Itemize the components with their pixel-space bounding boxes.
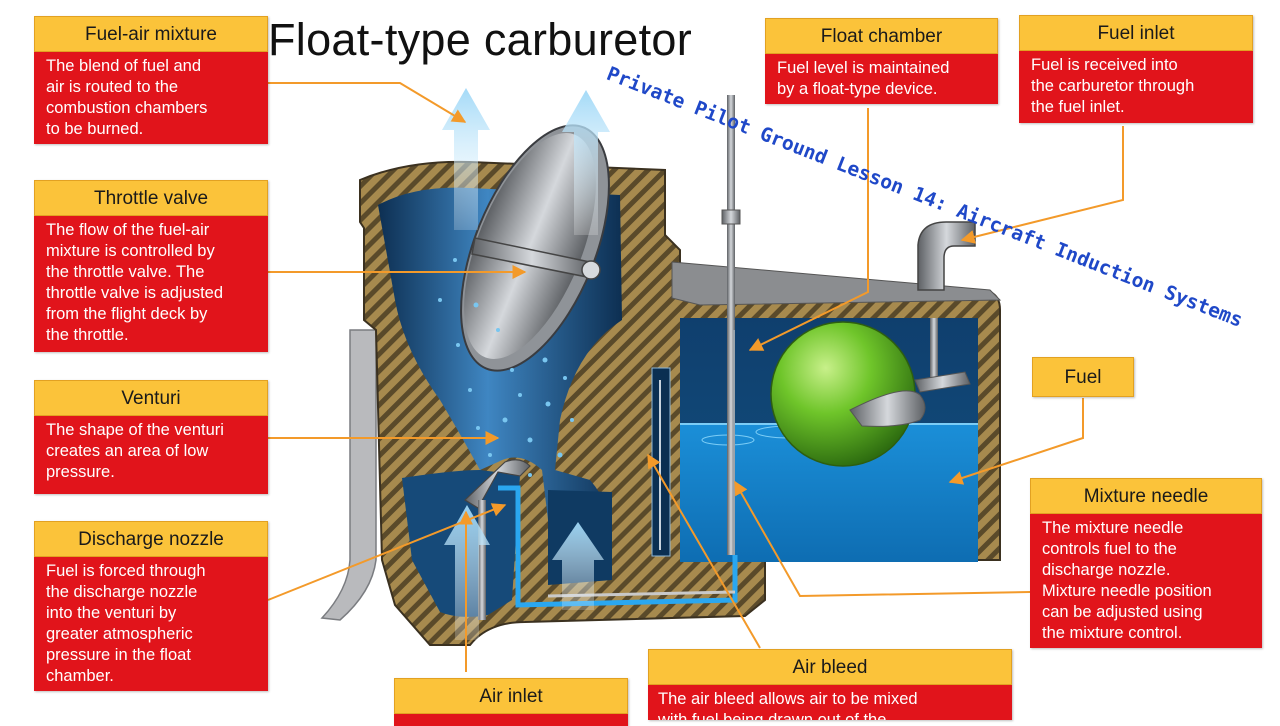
float-arm [849,390,926,427]
callout-fuel-air-mixture: Fuel-air mixture The blend of fuel and a… [34,16,268,144]
callout-line: air is routed to the [46,78,179,96]
callout-line: Fuel is received into [1031,56,1178,74]
callout-air-inlet: Air inlet [394,678,628,726]
callout-line: Fuel level is maintained [777,59,950,77]
callout-line: pressure in the float [46,646,191,664]
leader-air-bleed [647,453,761,649]
callout-line: combustion chambers [46,99,208,117]
chamber-top [671,261,1002,306]
callout-line: to be burned. [46,120,144,138]
diagram-title: Float-type carburetor [268,14,692,65]
callout-body: Fuel is forced through the discharge noz… [34,557,268,691]
callout-body: The mixture needle controls fuel to the … [1030,514,1262,648]
callout-line: Fuel is forced through [46,562,206,580]
callout-discharge-nozzle: Discharge nozzle Fuel is forced through … [34,521,268,691]
callout-line: chamber. [46,667,114,685]
callout-heading: Fuel-air mixture [34,16,268,52]
leader-mixture-needle [734,480,1031,598]
callout-body [394,714,628,726]
fuel-passage [498,485,738,608]
callout-line: greater atmospheric [46,625,193,643]
callout-line: the fuel inlet. [1031,98,1125,116]
callout-throttle-valve: Throttle valve The flow of the fuel-air … [34,180,268,352]
callout-line: The air bleed allows air to be mixed [658,690,918,708]
callout-body: The blend of fuel and air is routed to t… [34,52,268,144]
callout-heading: Fuel [1032,357,1134,397]
callout-line: throttle valve is adjusted [46,284,224,302]
callout-line: controls fuel to the [1042,540,1177,558]
callout-line: the mixture control. [1042,624,1183,642]
leader-fuel-inlet [960,126,1124,244]
callout-air-bleed: Air bleed The air bleed allows air to be… [648,649,1012,720]
leader-fuel [948,398,1084,485]
callout-line: discharge nozzle. [1042,561,1171,579]
callout-line: The mixture needle [1042,519,1184,537]
callout-line: pressure. [46,463,115,481]
callout-line: Mixture needle position [1042,582,1212,600]
callout-line: the throttle. [46,326,129,344]
leader-fuel-air-mixture [268,82,467,123]
callout-heading: Discharge nozzle [34,521,268,557]
callout-body: Fuel is received into the carburetor thr… [1019,51,1253,123]
discharge-nozzle [464,459,531,509]
callout-line: the throttle valve. The [46,263,205,281]
callout-line: The flow of the fuel-air [46,221,210,239]
callout-body: The flow of the fuel-air mixture is cont… [34,216,268,352]
callout-line: the discharge nozzle [46,583,198,601]
callout-heading: Throttle valve [34,180,268,216]
callout-heading: Air bleed [648,649,1012,685]
needle-rod [727,95,735,555]
callout-line: The blend of fuel and [46,57,202,75]
callout-heading: Air inlet [394,678,628,714]
callout-body: The shape of the venturi creates an area… [34,416,268,494]
callout-float-chamber: Float chamber Fuel level is maintained b… [765,18,998,104]
throttle-valve [460,124,610,372]
callout-heading: Mixture needle [1030,478,1262,514]
callout-mixture-needle: Mixture needle The mixture needle contro… [1030,478,1262,648]
leader-float-chamber [748,108,869,351]
callout-line: can be adjusted using [1042,603,1203,621]
callout-fuel-inlet: Fuel inlet Fuel is received into the car… [1019,15,1253,123]
callout-line: the carburetor through [1031,77,1195,95]
callout-line: The shape of the venturi [46,421,224,439]
air-horn-flange [320,329,377,621]
callout-heading: Float chamber [765,18,998,54]
callout-line: with fuel being drawn out of the [658,711,887,720]
fuel-inlet-pipe [917,221,976,291]
fuel-droplets [438,258,574,477]
callout-line: by a float-type device. [777,80,938,98]
callout-body: Fuel level is maintained by a float-type… [765,54,998,104]
callout-heading: Venturi [34,380,268,416]
callout-venturi: Venturi The shape of the venturi creates… [34,380,268,494]
callout-body: The air bleed allows air to be mixed wit… [648,685,1012,720]
callout-fuel: Fuel [1032,357,1134,397]
callout-line: from the flight deck by [46,305,208,323]
callout-heading: Fuel inlet [1019,15,1253,51]
callout-line: into the venturi by [46,604,177,622]
callout-line: mixture is controlled by [46,242,215,260]
callout-line: creates an area of low [46,442,209,460]
